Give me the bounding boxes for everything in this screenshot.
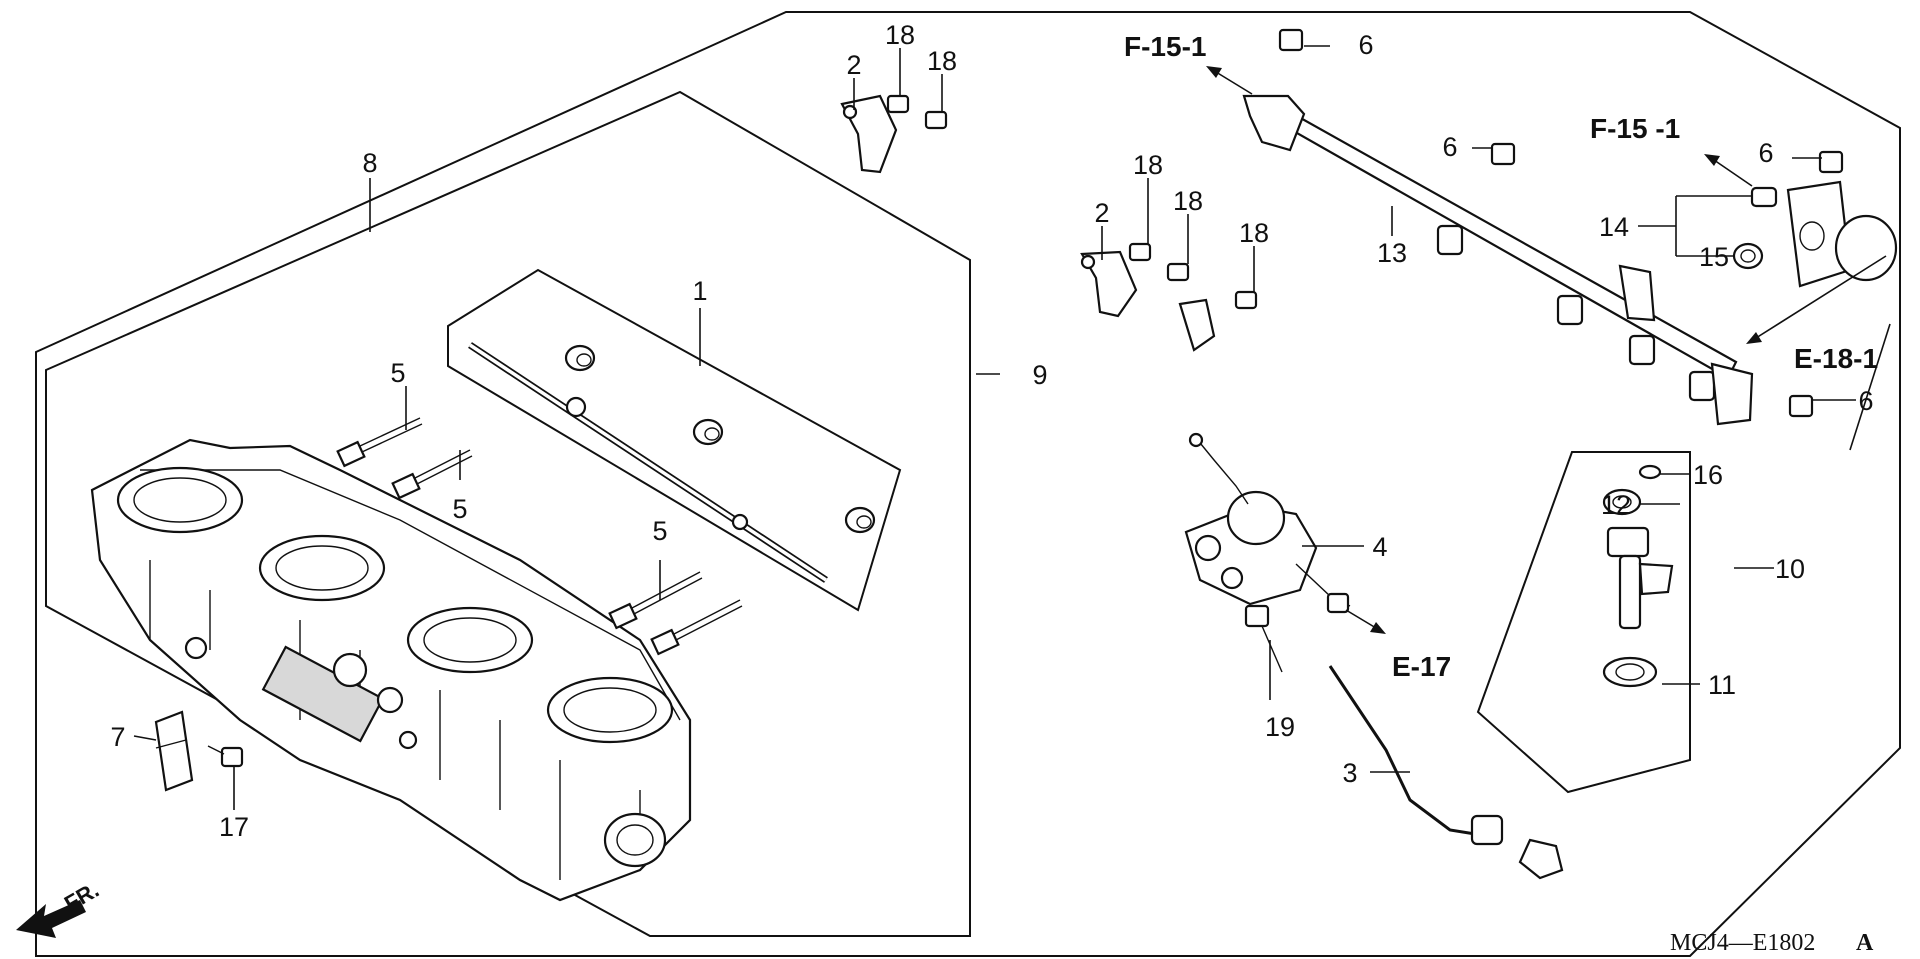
- callout-19: 19: [1265, 712, 1295, 742]
- ref-e18-1: E-18-1: [1794, 343, 1878, 374]
- throttle-body-assembly: [90, 438, 692, 902]
- ref-f15-1-right: F-15 -1: [1590, 113, 1680, 144]
- callout-6: 6: [1858, 386, 1873, 416]
- ref-f15-1-left: F-15-1: [1124, 31, 1206, 62]
- callout-5: 5: [390, 358, 405, 388]
- callout-18: 18: [1239, 218, 1269, 248]
- screw-set: [336, 417, 743, 656]
- callout-10: 10: [1775, 554, 1805, 584]
- screw-18: [886, 94, 948, 130]
- callout-16: 16: [1693, 460, 1723, 490]
- o-ring: [1732, 242, 1764, 270]
- callout-5: 5: [452, 494, 467, 524]
- mid-screw-18: [1128, 242, 1258, 310]
- reference-arrows: [1206, 66, 1891, 634]
- ref-e17: E-17: [1392, 651, 1451, 682]
- callout-18: 18: [927, 46, 957, 76]
- callout-8: 8: [362, 148, 377, 178]
- callout-11: 11: [1708, 670, 1736, 700]
- bolt: [207, 745, 244, 768]
- leader-lines: [133, 45, 1856, 810]
- front-arrow-icon: [16, 900, 86, 938]
- fuel-rail: [1242, 94, 1754, 426]
- callout-13: 13: [1377, 238, 1407, 268]
- callout-5: 5: [652, 516, 667, 546]
- callout-7: 7: [110, 722, 125, 752]
- fuel-rail-bolt: [1278, 28, 1844, 418]
- diagram-code: MCJ4—E1802: [1670, 930, 1815, 956]
- pressure-regulator: [1750, 180, 1898, 288]
- callout-14: 14: [1599, 212, 1629, 242]
- callout-6: 6: [1358, 30, 1373, 60]
- callout-3: 3: [1342, 758, 1357, 788]
- injector: [1602, 464, 1674, 688]
- diagram-code-suffix: A: [1856, 930, 1874, 956]
- throttle-shaft: [468, 342, 828, 583]
- clip: [154, 710, 194, 792]
- callout-9: 9: [1032, 360, 1047, 390]
- callout-17: 17: [219, 812, 249, 842]
- callout-2: 2: [1094, 198, 1109, 228]
- callout-4: 4: [1372, 532, 1387, 562]
- sensor-bolt: [1244, 604, 1283, 673]
- callout-1: 1: [692, 276, 707, 306]
- sensor-unit: [1184, 432, 1351, 614]
- callout-15: 15: [1699, 242, 1729, 272]
- callout-6: 6: [1758, 138, 1773, 168]
- mid-bracket: [1080, 250, 1216, 352]
- throttle-body-frame: [45, 90, 971, 937]
- callout-18: 18: [1133, 150, 1163, 180]
- injector-set-frame: [1476, 451, 1691, 794]
- callout-18: 18: [885, 20, 915, 50]
- throttle-cable: [1328, 665, 1564, 880]
- callout-18: 18: [1173, 186, 1203, 216]
- shaft-bushing: [564, 344, 876, 534]
- outer-assembly-frame: [35, 11, 1901, 957]
- callout-2: 2: [846, 50, 861, 80]
- callout-12: 12: [1601, 490, 1631, 520]
- bracket: [840, 94, 898, 174]
- throttle-shaft-frame: [447, 268, 902, 612]
- callout-6: 6: [1442, 132, 1457, 162]
